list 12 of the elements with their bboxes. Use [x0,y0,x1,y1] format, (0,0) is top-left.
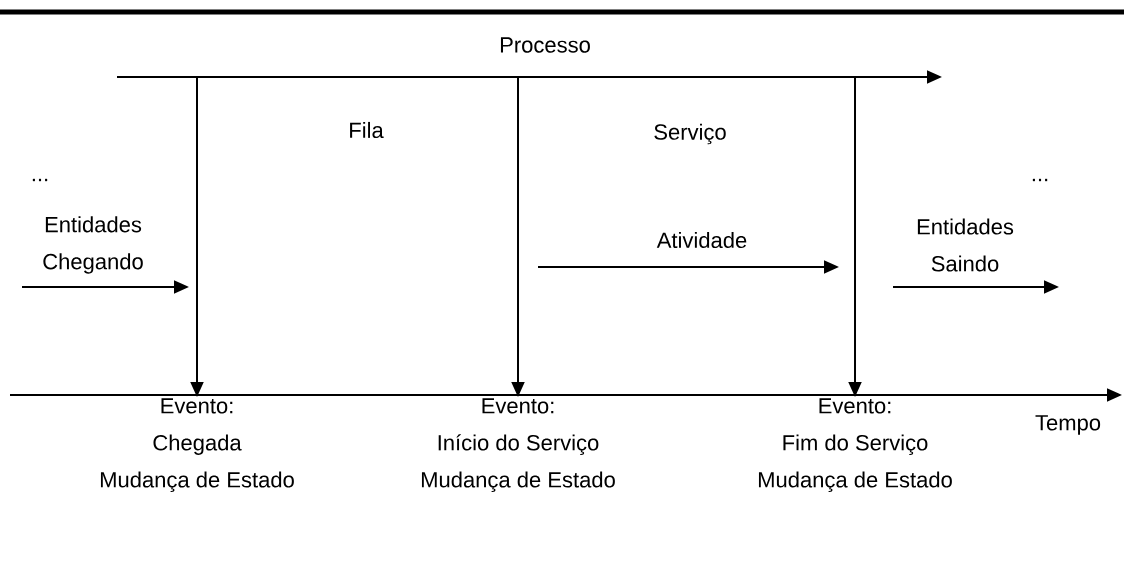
event-label: Evento: Chegada Mudança de Estado [100,398,294,492]
ellipsis: ... [32,178,48,182]
text-label: Atividade [656,231,747,249]
text-label: Entidades Chegando [43,216,143,274]
event-label: Evento: Fim do Serviço Mudança de Estado [758,398,952,492]
text-label: Fila [350,121,384,139]
event-label: Evento: Início do Serviço Mudança de Estado [421,398,615,492]
text-label: Serviço [654,123,726,145]
text-label: ... [1032,178,1048,182]
axis-label: Tempo [1035,415,1101,435]
text-label: Processo [500,37,590,53]
text-label: Entidades Saindo [917,218,1014,272]
